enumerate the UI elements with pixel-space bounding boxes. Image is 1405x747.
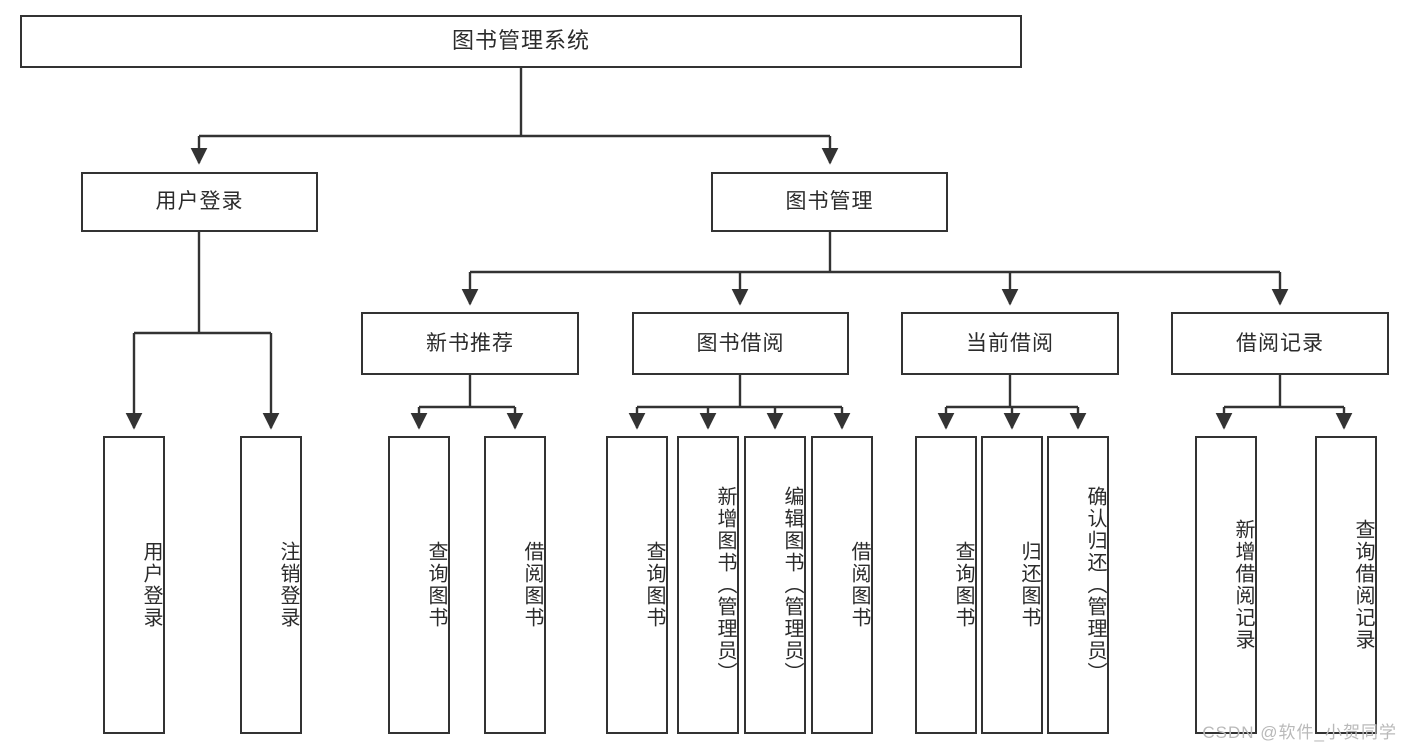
node-label: 新增图书（管理员） bbox=[714, 486, 736, 684]
leaf-borrow-record-add-record[interactable]: 新增借阅记录 bbox=[1195, 436, 1257, 734]
node-new-book-recommend[interactable]: 新书推荐 bbox=[361, 312, 579, 375]
leaf-book-borrow-add-book-admin[interactable]: 新增图书（管理员） bbox=[677, 436, 739, 734]
watermark: CSDN @软件_小贺同学 bbox=[1202, 723, 1397, 742]
node-label: 当前借阅 bbox=[966, 331, 1054, 355]
leaf-user-login-logout[interactable]: 注销登录 bbox=[240, 436, 302, 734]
node-label: 编辑图书（管理员） bbox=[781, 486, 803, 684]
leaf-current-borrow-confirm-return-admin[interactable]: 确认归还（管理员） bbox=[1047, 436, 1109, 734]
node-label: 注销登录 bbox=[277, 541, 299, 629]
leaf-borrow-record-query-record[interactable]: 查询借阅记录 bbox=[1315, 436, 1377, 734]
node-borrow-record[interactable]: 借阅记录 bbox=[1171, 312, 1389, 375]
leaf-current-borrow-query-book[interactable]: 查询图书 bbox=[915, 436, 977, 734]
node-label: 借阅图书 bbox=[521, 541, 543, 629]
leaf-new-book-query-book[interactable]: 查询图书 bbox=[388, 436, 450, 734]
node-current-borrow[interactable]: 当前借阅 bbox=[901, 312, 1119, 375]
node-label: 确认归还（管理员） bbox=[1084, 486, 1106, 684]
leaf-book-borrow-edit-book-admin[interactable]: 编辑图书（管理员） bbox=[744, 436, 806, 734]
node-label: 新书推荐 bbox=[426, 331, 514, 355]
leaf-new-book-borrow-book[interactable]: 借阅图书 bbox=[484, 436, 546, 734]
node-label: 图书管理系统 bbox=[451, 28, 590, 54]
node-label: 新增借阅记录 bbox=[1232, 519, 1254, 651]
node-label: 图书管理 bbox=[785, 190, 874, 214]
node-label: 图书借阅 bbox=[696, 331, 785, 355]
node-label: 借阅记录 bbox=[1236, 331, 1324, 355]
leaf-book-borrow-query-book[interactable]: 查询图书 bbox=[606, 436, 668, 734]
leaf-book-borrow-borrow-book[interactable]: 借阅图书 bbox=[811, 436, 873, 734]
node-label: 查询图书 bbox=[952, 541, 974, 629]
leaf-current-borrow-return-book[interactable]: 归还图书 bbox=[981, 436, 1043, 734]
node-book-management[interactable]: 图书管理 bbox=[711, 172, 948, 232]
node-label: 查询图书 bbox=[643, 541, 665, 629]
node-label: 归还图书 bbox=[1018, 541, 1040, 629]
node-label: 用户登录 bbox=[155, 190, 244, 214]
leaf-user-login-login[interactable]: 用户登录 bbox=[103, 436, 165, 734]
node-label: 查询借阅记录 bbox=[1352, 519, 1374, 651]
node-label: 借阅图书 bbox=[848, 541, 870, 629]
node-user-login[interactable]: 用户登录 bbox=[81, 172, 318, 232]
node-root-book-management-system[interactable]: 图书管理系统 bbox=[20, 15, 1022, 68]
node-label: 查询图书 bbox=[425, 541, 447, 629]
node-book-borrow[interactable]: 图书借阅 bbox=[632, 312, 849, 375]
node-label: 用户登录 bbox=[140, 541, 162, 629]
